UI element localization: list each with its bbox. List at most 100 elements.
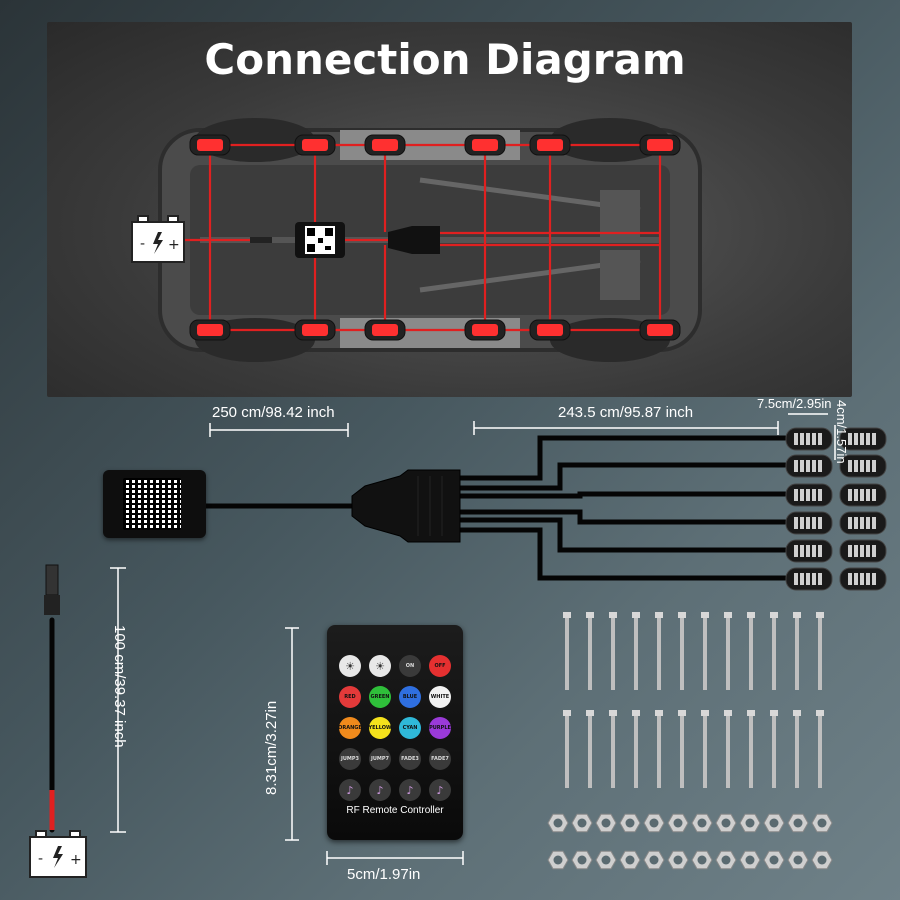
screw-shaft bbox=[634, 618, 638, 690]
led-chip bbox=[806, 489, 810, 501]
remote-key[interactable]: FADE3 bbox=[399, 748, 421, 770]
remote-key[interactable]: ON bbox=[399, 655, 421, 677]
remote-key[interactable]: RED bbox=[339, 686, 361, 708]
led-chip bbox=[854, 573, 858, 585]
black-cables bbox=[49, 435, 788, 833]
nut-hole bbox=[817, 855, 827, 865]
remote-key[interactable]: FADE7 bbox=[429, 748, 451, 770]
screw-head bbox=[770, 710, 778, 716]
screw-shaft bbox=[749, 716, 753, 788]
car-led-pods bbox=[189, 134, 681, 341]
remote-key[interactable]: PURPLE bbox=[429, 717, 451, 739]
remote-key[interactable]: CYAN bbox=[399, 717, 421, 739]
led-chip bbox=[854, 545, 858, 557]
led-chip bbox=[818, 517, 822, 529]
screw-head bbox=[655, 710, 663, 716]
music-note-icon[interactable]: ♪ bbox=[369, 779, 391, 801]
remote-key[interactable]: BLUE bbox=[399, 686, 421, 708]
remote-key[interactable]: OFF bbox=[429, 655, 451, 677]
led-chip bbox=[812, 433, 816, 445]
led-chip bbox=[866, 489, 870, 501]
screw-shaft bbox=[611, 716, 615, 788]
nut-hole bbox=[577, 855, 587, 865]
screw-shaft bbox=[634, 716, 638, 788]
led-chip bbox=[806, 433, 810, 445]
led-chip bbox=[794, 433, 798, 445]
remote-key[interactable]: YELLOW bbox=[369, 717, 392, 739]
led-chip bbox=[860, 433, 864, 445]
nut-hole bbox=[553, 855, 563, 865]
car-splitter bbox=[388, 226, 440, 254]
nut-hole bbox=[649, 855, 659, 865]
cable-right-length-label: 243.5 cm/95.87 inch bbox=[558, 404, 694, 421]
led-chip bbox=[800, 489, 804, 501]
dimension-lines bbox=[110, 413, 836, 865]
qr-code bbox=[123, 478, 181, 530]
led-chip bbox=[806, 517, 810, 529]
led-chip bbox=[800, 517, 804, 529]
nut-hole bbox=[721, 818, 731, 828]
nut-hole bbox=[673, 855, 683, 865]
screw-shaft bbox=[772, 716, 776, 788]
screw-head bbox=[678, 710, 686, 716]
nut-hole bbox=[601, 818, 611, 828]
screw-shaft bbox=[703, 618, 707, 690]
led-pods bbox=[785, 427, 887, 591]
brightness-up-icon[interactable]: ☀ bbox=[339, 655, 361, 677]
screw-shaft bbox=[726, 618, 730, 690]
led-chip bbox=[860, 517, 864, 529]
led-chip bbox=[866, 573, 870, 585]
screw-head bbox=[655, 612, 663, 618]
led-chip bbox=[818, 545, 822, 557]
red-wiring bbox=[185, 143, 662, 332]
remote-key[interactable]: JUMP7 bbox=[369, 748, 391, 770]
led-chip bbox=[800, 573, 804, 585]
bluetooth-controller-box bbox=[103, 470, 206, 538]
led-chip bbox=[794, 460, 798, 472]
screw-head bbox=[793, 612, 801, 618]
dc-plug bbox=[44, 564, 60, 615]
led-chip bbox=[866, 517, 870, 529]
led-chip bbox=[860, 460, 864, 472]
screw-head bbox=[816, 612, 824, 618]
led-chip bbox=[860, 545, 864, 557]
screw-head bbox=[724, 612, 732, 618]
led-chip bbox=[794, 517, 798, 529]
page-title: Connection Diagram bbox=[204, 35, 686, 84]
screw-shaft bbox=[703, 716, 707, 788]
music-note-icon[interactable]: ♪ bbox=[339, 779, 361, 801]
brightness-down-icon[interactable]: ☀ bbox=[369, 655, 391, 677]
led-chip bbox=[812, 545, 816, 557]
remote-keypad: ☀ ☀ ON OFF RED GREEN BLUE WHITE ORANGE YELLOW CYAN… bbox=[338, 655, 453, 801]
screw-head bbox=[701, 710, 709, 716]
screw-head bbox=[770, 612, 778, 618]
led-chip bbox=[818, 489, 822, 501]
led-chip bbox=[854, 517, 858, 529]
remote-key[interactable]: GREEN bbox=[369, 686, 391, 708]
screw-head bbox=[632, 612, 640, 618]
screw-head bbox=[586, 612, 594, 618]
nut-hole bbox=[697, 818, 707, 828]
cable-left-length-label: 250 cm/98.42 inch bbox=[212, 404, 335, 421]
music-note-icon[interactable]: ♪ bbox=[399, 779, 421, 801]
screws bbox=[563, 612, 824, 788]
remote-key[interactable]: JUMP3 bbox=[339, 748, 361, 770]
nut-hole bbox=[625, 855, 635, 865]
screw-head bbox=[747, 710, 755, 716]
screw-shaft bbox=[772, 618, 776, 690]
svg-text:-: - bbox=[140, 236, 145, 252]
led-chip bbox=[854, 460, 858, 472]
led-chip bbox=[794, 545, 798, 557]
led-chip bbox=[848, 545, 852, 557]
screw-shaft bbox=[680, 618, 684, 690]
led-chip bbox=[866, 460, 870, 472]
remote-key[interactable]: WHITE bbox=[429, 686, 451, 708]
led-chip bbox=[854, 433, 858, 445]
screw-shaft bbox=[818, 618, 822, 690]
cable-splitter bbox=[351, 469, 461, 543]
led-chip bbox=[860, 489, 864, 501]
music-note-icon[interactable]: ♪ bbox=[429, 779, 451, 801]
remote-key[interactable]: ORANGE bbox=[338, 717, 362, 739]
light-height-label: 4cm/1.57in bbox=[834, 400, 849, 464]
led-chip bbox=[848, 460, 852, 472]
